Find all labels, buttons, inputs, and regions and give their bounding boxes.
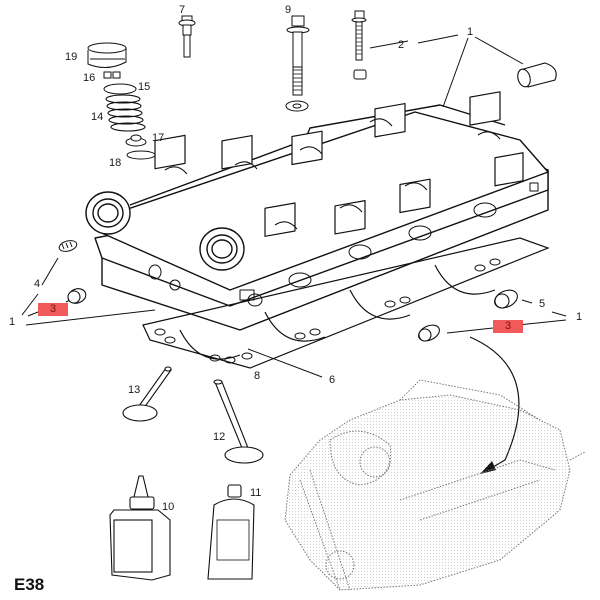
- highlighted-callout-3-left[interactable]: 3: [38, 303, 68, 316]
- callout-9: 9: [285, 4, 292, 16]
- callout-15: 15: [138, 81, 151, 93]
- core-plug-left: [67, 288, 87, 304]
- engine-illustration: [284, 379, 586, 591]
- callout-6: 6: [329, 374, 336, 386]
- valve-spring-14: [105, 94, 146, 132]
- leader-lines: [21, 34, 567, 378]
- spring-retainer-15: [103, 83, 137, 95]
- callout-5: 5: [539, 298, 546, 310]
- threaded-plug-4: [58, 240, 78, 252]
- callout-7: 7: [179, 4, 186, 16]
- exhaust-valve-12: [213, 379, 264, 464]
- callout-13: 13: [128, 384, 141, 396]
- callout-12: 12: [213, 431, 226, 443]
- sealant-bottle-10: [109, 475, 171, 581]
- callout-17: 17: [152, 132, 165, 144]
- diagram-code: E38: [14, 575, 45, 594]
- cap-plug-5: [494, 289, 518, 309]
- dowel-sleeve: [517, 62, 557, 88]
- sealant-tube-11: [207, 484, 255, 580]
- cylinder-head: [85, 91, 549, 331]
- intake-valve-13: [122, 366, 172, 422]
- tappet-19: [87, 42, 127, 68]
- head-bolt-9: [285, 15, 310, 112]
- callout-1-right: 1: [576, 311, 583, 323]
- callout-14: 14: [91, 111, 104, 123]
- head-gasket: [142, 237, 550, 369]
- spring-seat-18: [126, 150, 156, 160]
- collets-16: [103, 71, 121, 79]
- callout-18: 18: [109, 157, 122, 169]
- callout-10: 10: [162, 501, 175, 513]
- bolt-2: [351, 10, 367, 80]
- callout-1-left: 1: [9, 316, 16, 328]
- callout-11: 11: [250, 487, 262, 499]
- callout-8: 8: [254, 370, 261, 382]
- core-plug-right: [418, 324, 440, 342]
- stem-seal-17: [125, 134, 147, 147]
- callout-1-top: 1: [467, 26, 474, 38]
- callout-16: 16: [83, 72, 96, 84]
- callout-2: 2: [398, 39, 405, 51]
- callout-4: 4: [34, 278, 41, 290]
- bolt-7: [178, 15, 196, 58]
- highlighted-callout-3-right[interactable]: 3: [493, 320, 523, 333]
- callout-19: 19: [65, 51, 78, 63]
